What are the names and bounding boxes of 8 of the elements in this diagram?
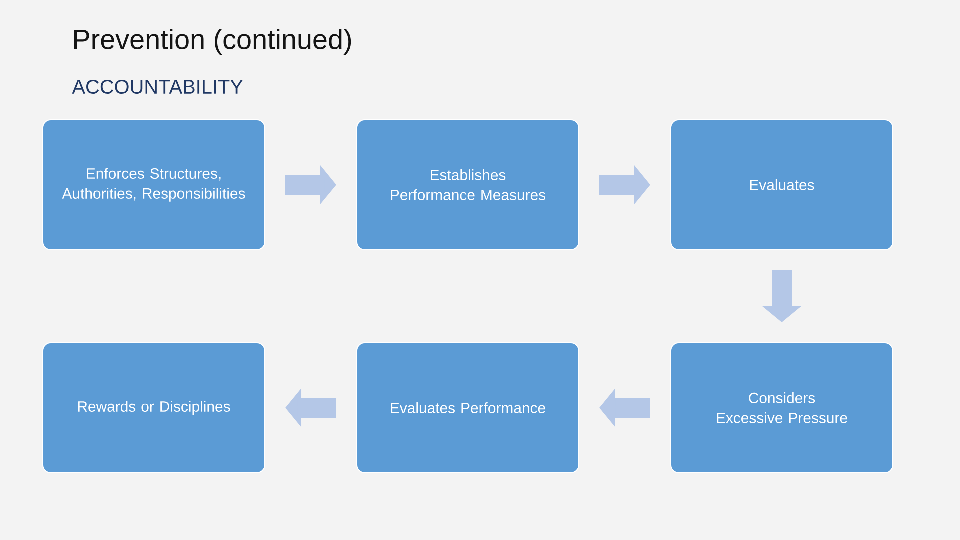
slide-title: Prevention (continued) (74, 29, 352, 55)
subtitle: ACCOUNTABILITY (72, 80, 243, 94)
process-box: Enforces Structures, Authorities, Responsibilities (42, 120, 266, 250)
process-box: Evaluates (670, 120, 894, 250)
process-box: Considers Excessive Pressure (670, 342, 894, 474)
process-box: Rewards or Disciplines (42, 342, 266, 474)
process-box: Evaluates Performance (356, 342, 580, 474)
process-box: Establishes Performance Measures (356, 120, 580, 250)
